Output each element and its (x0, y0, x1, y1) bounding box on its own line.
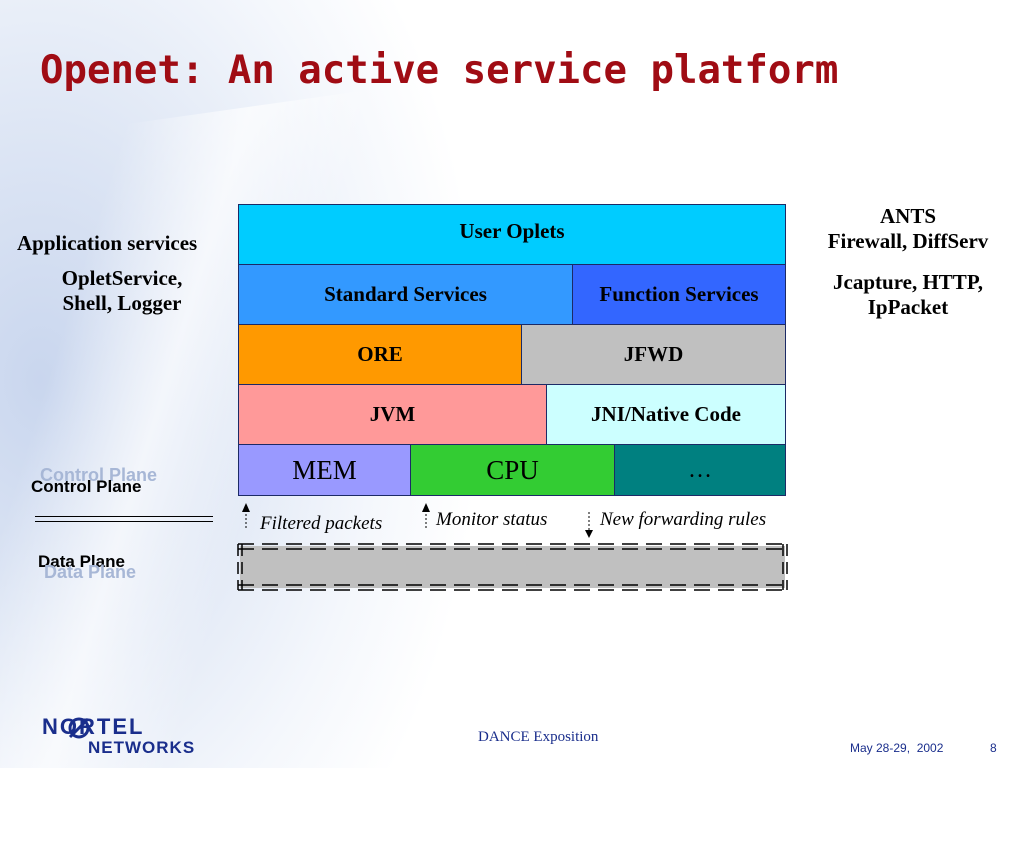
block-more-label: … (688, 456, 712, 483)
block-function-services-label: Function Services (599, 282, 759, 306)
block-mem-label: MEM (292, 454, 357, 485)
plane-divider (35, 516, 213, 522)
up-arrow-icon (422, 503, 430, 528)
label-ippacket: IpPacket (867, 294, 949, 319)
slide-title: Openet: An active service platform (40, 48, 839, 93)
label-oplet-line2: Shell, Logger (62, 290, 182, 315)
block-standard-services: Standard Services (238, 264, 573, 325)
block-standard-services-label: Standard Services (324, 282, 487, 306)
label-ants-group: ANTS Firewall, DiffServ (806, 204, 1010, 254)
logo-bottom-text: NETWORKS (88, 738, 196, 757)
footer-center-text: DANCE Exposition (478, 729, 599, 745)
down-arrow-icon (585, 512, 593, 538)
logo-top-text: NORTEL (42, 714, 145, 739)
block-more: … (614, 444, 786, 496)
block-cpu: CPU (410, 444, 615, 496)
control-plane-shadow-text: Control Plane (40, 465, 158, 485)
label-application-services-text: Application services (17, 231, 198, 255)
up-arrow-icon (242, 503, 250, 528)
footer-page-number: 8 (990, 741, 997, 755)
block-mem: MEM (238, 444, 411, 496)
block-jvm-label: JVM (369, 402, 416, 426)
label-oplet-services: OpletService, Shell, Logger (40, 266, 204, 316)
data-plane-label: Data Plane (38, 552, 125, 571)
arrows-and-data-plane (68, 503, 788, 739)
block-user-oplets-label: User Oplets (459, 219, 565, 243)
control-plane-label: Control Plane (31, 477, 142, 496)
label-jcapture: Jcapture, HTTP, (833, 270, 983, 294)
label-monitor-status: Monitor status (436, 509, 548, 530)
block-jfwd-label: JFWD (623, 342, 684, 366)
data-plane-box (237, 543, 788, 591)
label-firewall: Firewall, DiffServ (827, 228, 989, 253)
block-jvm: JVM (238, 384, 547, 445)
footer-date: May 28-29, 2002 (850, 741, 944, 755)
label-filtered-packets: Filtered packets (260, 513, 383, 534)
label-ants: ANTS (879, 204, 937, 228)
nortel-logo-mark (68, 717, 90, 739)
block-ore: ORE (238, 324, 522, 385)
nortel-logo: NORTEL NETWORKS (42, 714, 196, 757)
block-jni-native-code: JNI/Native Code (546, 384, 786, 445)
label-new-forwarding-rules: New forwarding rules (600, 509, 767, 530)
block-ore-label: ORE (357, 342, 403, 366)
block-jfwd: JFWD (521, 324, 786, 385)
block-cpu-label: CPU (486, 454, 539, 485)
label-oplet-line1: OpletService, (61, 266, 183, 290)
label-application-services: Application services (17, 231, 197, 256)
data-plane-shadow-text: Data Plane (44, 562, 137, 582)
label-jcapture-group: Jcapture, HTTP, IpPacket (806, 270, 1010, 320)
block-jni-label: JNI/Native Code (591, 402, 741, 426)
block-user-oplets: User Oplets (238, 204, 786, 265)
